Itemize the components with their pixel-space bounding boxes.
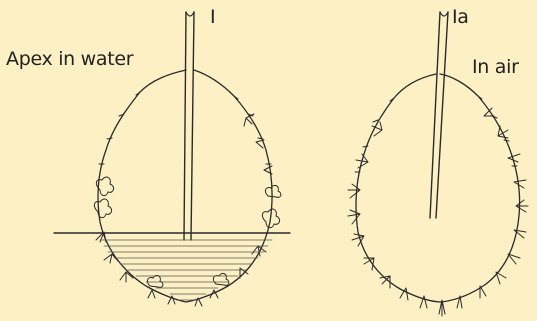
left-petiole-top (186, 12, 194, 16)
left-caption: Apex in water (6, 48, 133, 70)
right-petiole-top (440, 12, 448, 16)
right-petiole (430, 12, 448, 218)
left-figure-numeral: I (210, 6, 215, 28)
right-leaf-plantlets (348, 108, 528, 316)
right-caption: In air (472, 56, 519, 78)
left-petiole (184, 12, 194, 240)
right-side-plantlets-left-leaf (195, 114, 281, 306)
right-figure-numeral: Ia (452, 6, 469, 28)
